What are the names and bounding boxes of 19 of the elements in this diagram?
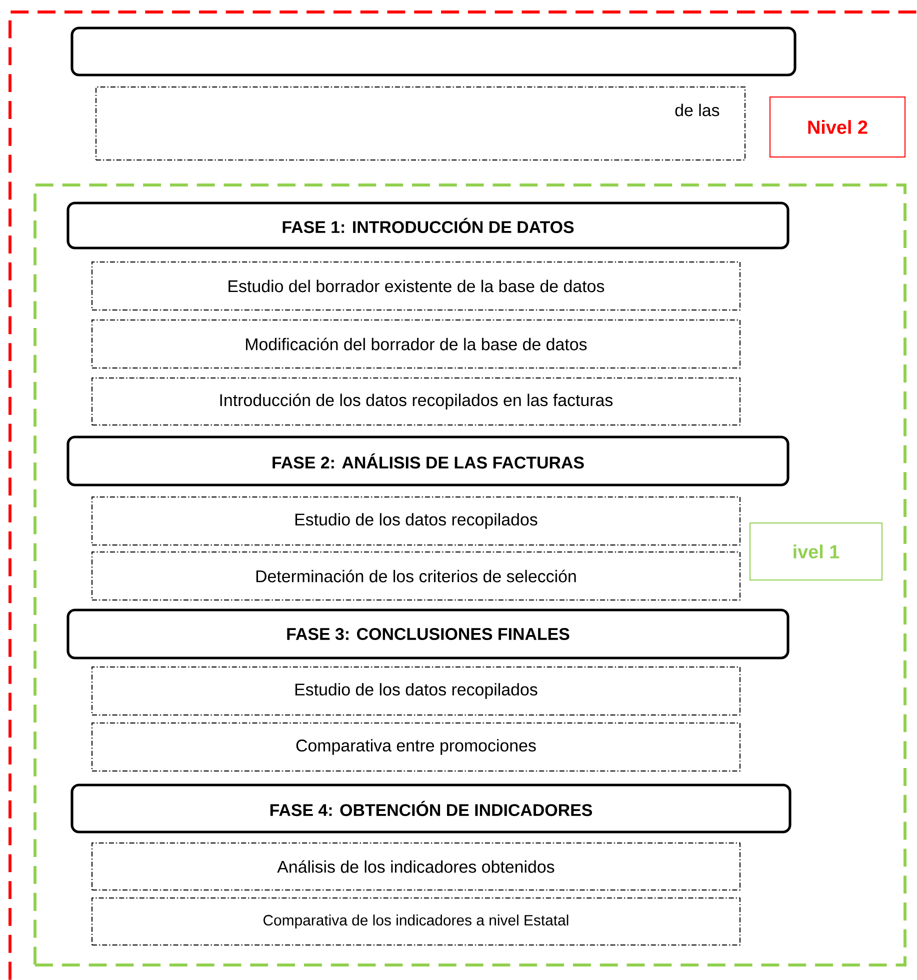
task-box: Estudio de los datos recopilados [92, 666, 740, 716]
task-box: Estudio del borrador existente de la base de datos [92, 262, 740, 310]
task-box: Modificación del borrador de la base de datos [92, 320, 740, 368]
phase-box [70, 26, 796, 76]
level-tag: Nivel 2 [770, 96, 906, 158]
region-frame [8, 10, 917, 980]
phase-box: FASE 3: CONCLUSIONES FINALES [66, 608, 790, 660]
task-box: Comparativa entre promociones [92, 722, 740, 772]
task-box: de las [96, 86, 746, 160]
phase-box: FASE 4: OBTENCIÓN DE INDICADORES [70, 784, 792, 834]
task-box: Estudio de los datos recopilados [92, 496, 740, 546]
region-frame [34, 184, 906, 966]
task-box: Comparativa de los indicadores a nivel Estatal [92, 898, 740, 946]
phase-box: FASE 2: ANÁLISIS DE LAS FACTURAS [66, 436, 790, 486]
phase-box: FASE 1: INTRODUCCIÓN DE DATOS [66, 202, 790, 250]
task-box: Determinación de los criterios de selección [92, 552, 740, 600]
level-tag: ivel 1 [750, 522, 882, 580]
task-box: Análisis de los indicadores obtenidos [92, 842, 740, 890]
task-box: Introducción de los datos recopilados en las facturas [92, 378, 740, 426]
